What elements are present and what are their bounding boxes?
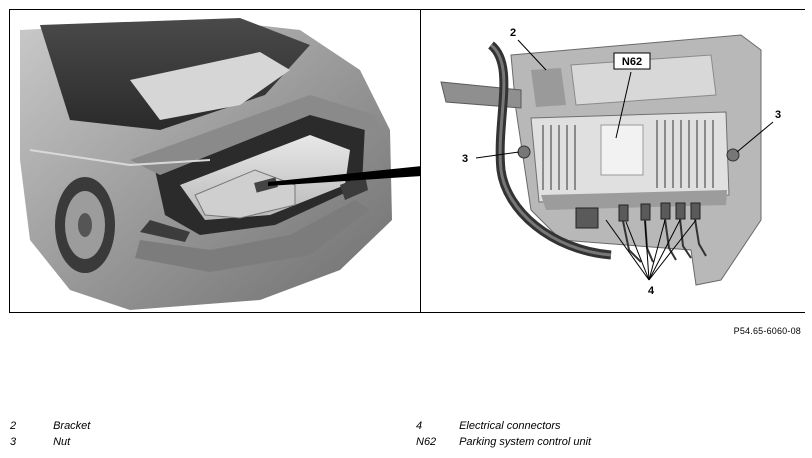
legend-text: Parking system control unit: [459, 436, 592, 448]
legend-right: 4 Electrical connectors N62 Parking syst…: [416, 418, 591, 450]
car-trunk-illustration: [10, 10, 420, 312]
nut-left-icon: [517, 145, 531, 159]
legend-key: 2: [10, 420, 17, 432]
callout-nut-left: 3: [462, 153, 468, 165]
legend-text: Nut: [53, 436, 71, 448]
legend-text: Electrical connectors: [459, 420, 561, 432]
nut-right-icon: [726, 148, 740, 162]
legend-item: 3 Nut: [10, 434, 90, 450]
callout-nut-right: 3: [775, 109, 781, 121]
figure-reference-code: P54.65-6060-08: [733, 326, 801, 336]
legend-item: 4 Electrical connectors: [416, 418, 591, 434]
car-trunk-drawing: [10, 10, 420, 312]
legend-left: 2 Bracket 3 Nut: [10, 418, 90, 450]
control-unit-detail: N62 2 3 3 4: [420, 10, 805, 312]
legend-key: N62: [416, 436, 437, 448]
legend-item: 2 Bracket: [10, 418, 90, 434]
legend-key: 3: [10, 436, 17, 448]
illustration-frame: N62 2 3 3 4: [9, 9, 805, 313]
callout-bracket: 2: [510, 27, 516, 39]
callout-connectors: 4: [648, 285, 655, 297]
control-unit-label-box: [613, 52, 651, 70]
control-unit-drawing: N62 2 3 3 4: [421, 10, 805, 312]
callout-n62: N62: [622, 56, 642, 68]
legend-item: N62 Parking system control unit: [416, 434, 591, 450]
legend-key: 4: [416, 420, 423, 432]
legend-text: Bracket: [53, 420, 91, 432]
